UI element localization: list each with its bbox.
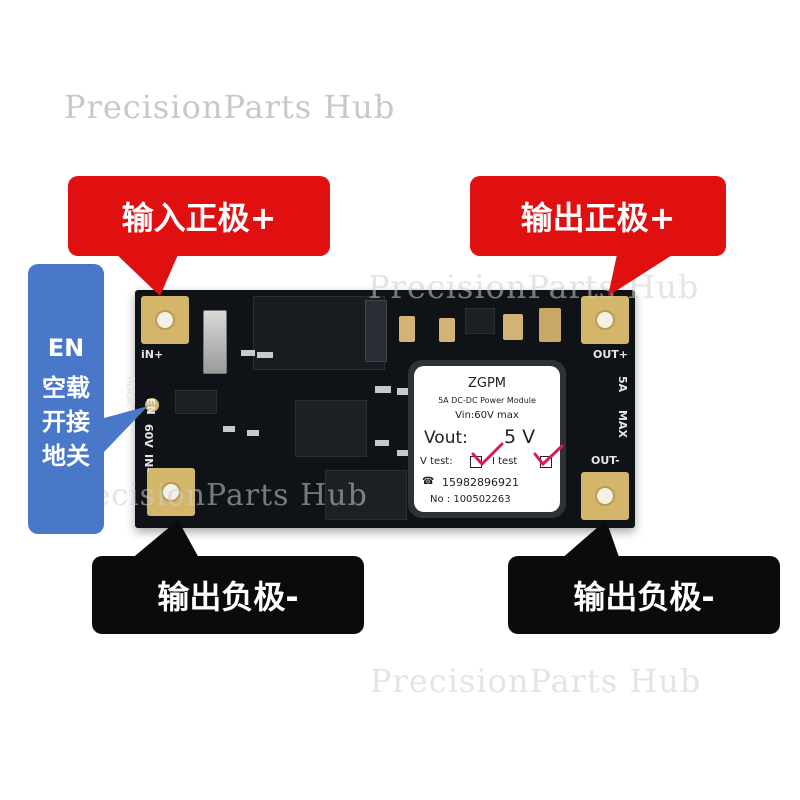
- diode-package: [325, 470, 407, 520]
- callout-input-positive: 输入正极+: [68, 176, 330, 256]
- en-note-line-1: EN: [47, 334, 85, 362]
- watermark-top: PrecisionParts Hub: [64, 88, 396, 126]
- power-module-inductor: ZGPM 5A DC-DC Power Module Vin:60V max V…: [408, 360, 566, 518]
- module-brand: ZGPM: [467, 376, 507, 391]
- capacitor: [503, 314, 523, 340]
- callout-output-negative-left: 输出负极-: [92, 556, 364, 634]
- resistor: [241, 350, 255, 356]
- fuse-component: [203, 310, 227, 374]
- pad-input-negative: [147, 468, 195, 516]
- module-serial: No : 100502263: [430, 494, 511, 505]
- silk-out-minus: OUT-: [591, 454, 620, 467]
- module-v-test: V test:: [420, 456, 453, 467]
- en-note-line-4: 地关: [42, 442, 90, 470]
- small-ic: [175, 390, 217, 414]
- module-i-test: I test: [492, 456, 518, 467]
- resistor: [397, 450, 411, 456]
- capacitor: [539, 308, 561, 342]
- check-mark-icon: [533, 444, 564, 467]
- resistor: [375, 440, 389, 446]
- transistor: [465, 308, 495, 334]
- capacitor: [439, 318, 455, 342]
- silk-out-plus: OUT+: [593, 348, 629, 361]
- resistor: [397, 388, 411, 395]
- module-vout-label: Vout:: [424, 428, 468, 448]
- module-vin: Vin:60V max: [455, 410, 519, 421]
- controller-ic: [295, 400, 367, 457]
- pad-output-negative: [581, 472, 629, 520]
- module-vout-value: 5 V: [504, 426, 536, 448]
- en-note-line-3: 开接: [42, 408, 90, 436]
- resistor: [247, 430, 259, 436]
- module-description: 5A DC-DC Power Module: [438, 396, 536, 405]
- heat-tab: [365, 300, 387, 362]
- resistor: [375, 386, 391, 393]
- check-mark-icon: [471, 442, 504, 467]
- en-note-line-2: 空载: [42, 374, 90, 402]
- watermark-bottom: PrecisionParts Hub: [370, 662, 702, 700]
- en-pad: [145, 398, 159, 412]
- phone-icon: ☎: [422, 476, 435, 487]
- capacitor: [399, 316, 415, 342]
- resistor: [223, 426, 235, 432]
- silk-in-plus: iN+: [141, 348, 164, 361]
- pad-output-positive: [581, 296, 629, 344]
- resistor: [257, 352, 273, 358]
- watermark-left: PrecisionParts Hub: [56, 478, 368, 513]
- watermark-middle: PrecisionParts Hub: [368, 268, 700, 306]
- module-sticker: ZGPM 5A DC-DC Power Module Vin:60V max V…: [414, 366, 564, 512]
- callout-output-positive: 输出正极+: [470, 176, 726, 256]
- pad-input-positive: [141, 296, 189, 344]
- callout-output-negative-right: 输出负极-: [508, 556, 780, 634]
- callout-en-note: EN 空载 开接 地关: [28, 264, 104, 534]
- module-phone: 15982896921: [442, 476, 519, 489]
